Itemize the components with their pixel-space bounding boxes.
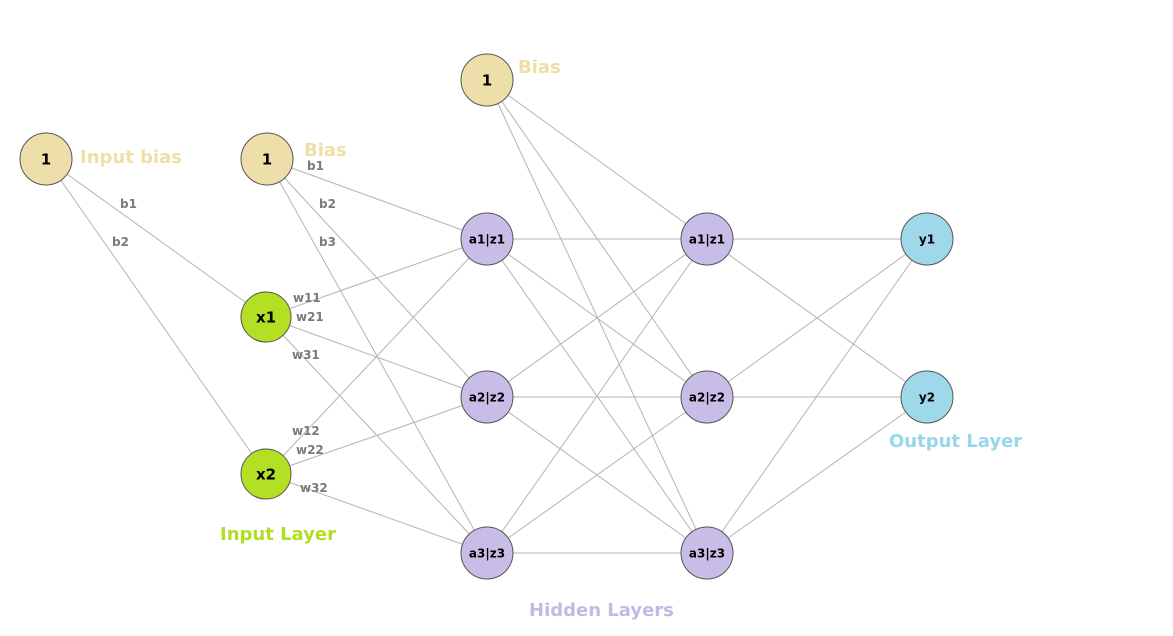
node-hidden1-a2-circle xyxy=(460,370,514,424)
node-hidden2-a2: a2|z2 xyxy=(680,370,734,424)
node-y2: y2 xyxy=(900,370,954,424)
caption-input-layer: Input Layer xyxy=(220,524,336,545)
edge-x2-h1a xyxy=(265,238,488,475)
weight-label-bias-b2: b2 xyxy=(319,197,336,211)
edge-h2c-y1 xyxy=(706,238,928,554)
edge-input_bias-x1 xyxy=(45,158,267,318)
node-layer1-bias: 1 xyxy=(240,132,294,186)
node-hidden1-a1-label: a1|z1 xyxy=(469,232,505,246)
node-hidden2-a2-label: a2|z2 xyxy=(689,390,725,404)
node-y2-label: y2 xyxy=(919,390,935,404)
weight-label-input-b2: b2 xyxy=(112,235,129,249)
weight-label-w22: w22 xyxy=(296,443,324,457)
node-y1: y1 xyxy=(900,212,954,266)
weight-label-w12: w12 xyxy=(292,424,320,438)
weight-label-input-b1: b1 xyxy=(120,197,137,211)
caption-output-layer: Output Layer xyxy=(889,431,1022,452)
edge-layer2_bias-h2a xyxy=(486,79,708,240)
node-input-bias-label: 1 xyxy=(41,150,51,168)
node-x1-label: x1 xyxy=(256,308,276,326)
network-nodes: 1 1 1 x1 x2 a1|z1 a2|z2 a3|z3 a1|z1 a2|z2 a3|z3 y1 y… xyxy=(19,53,954,580)
edge-h2b-y1 xyxy=(706,238,928,398)
weight-label-w31: w31 xyxy=(292,348,320,362)
node-layer2-bias-label: 1 xyxy=(482,71,492,89)
node-hidden2-a1-label: a1|z1 xyxy=(689,232,725,246)
connection-edges xyxy=(45,79,928,554)
node-hidden1-a3-label: a3|z3 xyxy=(469,546,505,560)
node-hidden1-a2-label: a2|z2 xyxy=(469,390,505,404)
node-input-bias: 1 xyxy=(19,132,73,186)
weight-label-w11: w11 xyxy=(293,291,321,305)
node-hidden2-a3-circle xyxy=(680,526,734,580)
node-layer2-bias-circle xyxy=(460,53,514,107)
caption-bias-layer1: Bias xyxy=(304,140,347,161)
captions: Input bias Bias Bias Input Layer Hidden … xyxy=(80,57,1022,621)
edge-h1c-h2b xyxy=(486,396,708,554)
edge-input_bias-x2 xyxy=(45,158,267,475)
weight-label-w32: w32 xyxy=(300,481,328,495)
caption-input-bias: Input bias xyxy=(80,147,182,168)
node-hidden1-a3: a3|z3 xyxy=(460,526,514,580)
node-hidden1-a1: a1|z1 xyxy=(460,212,514,266)
weight-labels: b1 b2 b1 b2 b3 w11 w21 w31 w12 w22 w32 xyxy=(112,159,336,495)
node-x2-circle xyxy=(240,448,292,500)
node-hidden2-a2-circle xyxy=(680,370,734,424)
node-y1-circle xyxy=(900,212,954,266)
node-hidden1-a3-circle xyxy=(460,526,514,580)
weight-label-bias-b3: b3 xyxy=(319,235,336,249)
node-input-bias-circle xyxy=(19,132,73,186)
weight-label-w21: w21 xyxy=(296,310,324,324)
node-layer1-bias-label: 1 xyxy=(262,150,272,168)
edge-x1-h1a xyxy=(265,238,488,318)
node-hidden1-a1-circle xyxy=(460,212,514,266)
node-y2-circle xyxy=(900,370,954,424)
node-x1-circle xyxy=(240,291,292,343)
node-y1-label: y1 xyxy=(919,232,935,246)
node-x2-label: x2 xyxy=(256,465,276,483)
edge-x2-h1b xyxy=(265,396,488,475)
node-hidden2-a3: a3|z3 xyxy=(680,526,734,580)
node-x2: x2 xyxy=(240,448,292,500)
caption-bias-layer2: Bias xyxy=(518,57,561,78)
edge-x2-h1c xyxy=(265,473,488,554)
node-x1: x1 xyxy=(240,291,292,343)
edge-layer1_bias-h1a xyxy=(266,158,488,240)
edge-h1b-h2a xyxy=(486,238,708,398)
node-hidden2-a3-label: a3|z3 xyxy=(689,546,725,560)
node-hidden1-a2: a2|z2 xyxy=(460,370,514,424)
edge-layer2_bias-h2c xyxy=(486,79,708,554)
node-hidden2-a1-circle xyxy=(680,212,734,266)
caption-hidden-layers: Hidden Layers xyxy=(529,600,674,621)
edge-h1c-h2a xyxy=(486,238,708,554)
edge-h2c-y2 xyxy=(706,396,928,554)
node-hidden2-a1: a1|z1 xyxy=(680,212,734,266)
weight-label-bias-b1: b1 xyxy=(307,159,324,173)
node-layer2-bias: 1 xyxy=(460,53,514,107)
node-layer1-bias-circle xyxy=(240,132,294,186)
